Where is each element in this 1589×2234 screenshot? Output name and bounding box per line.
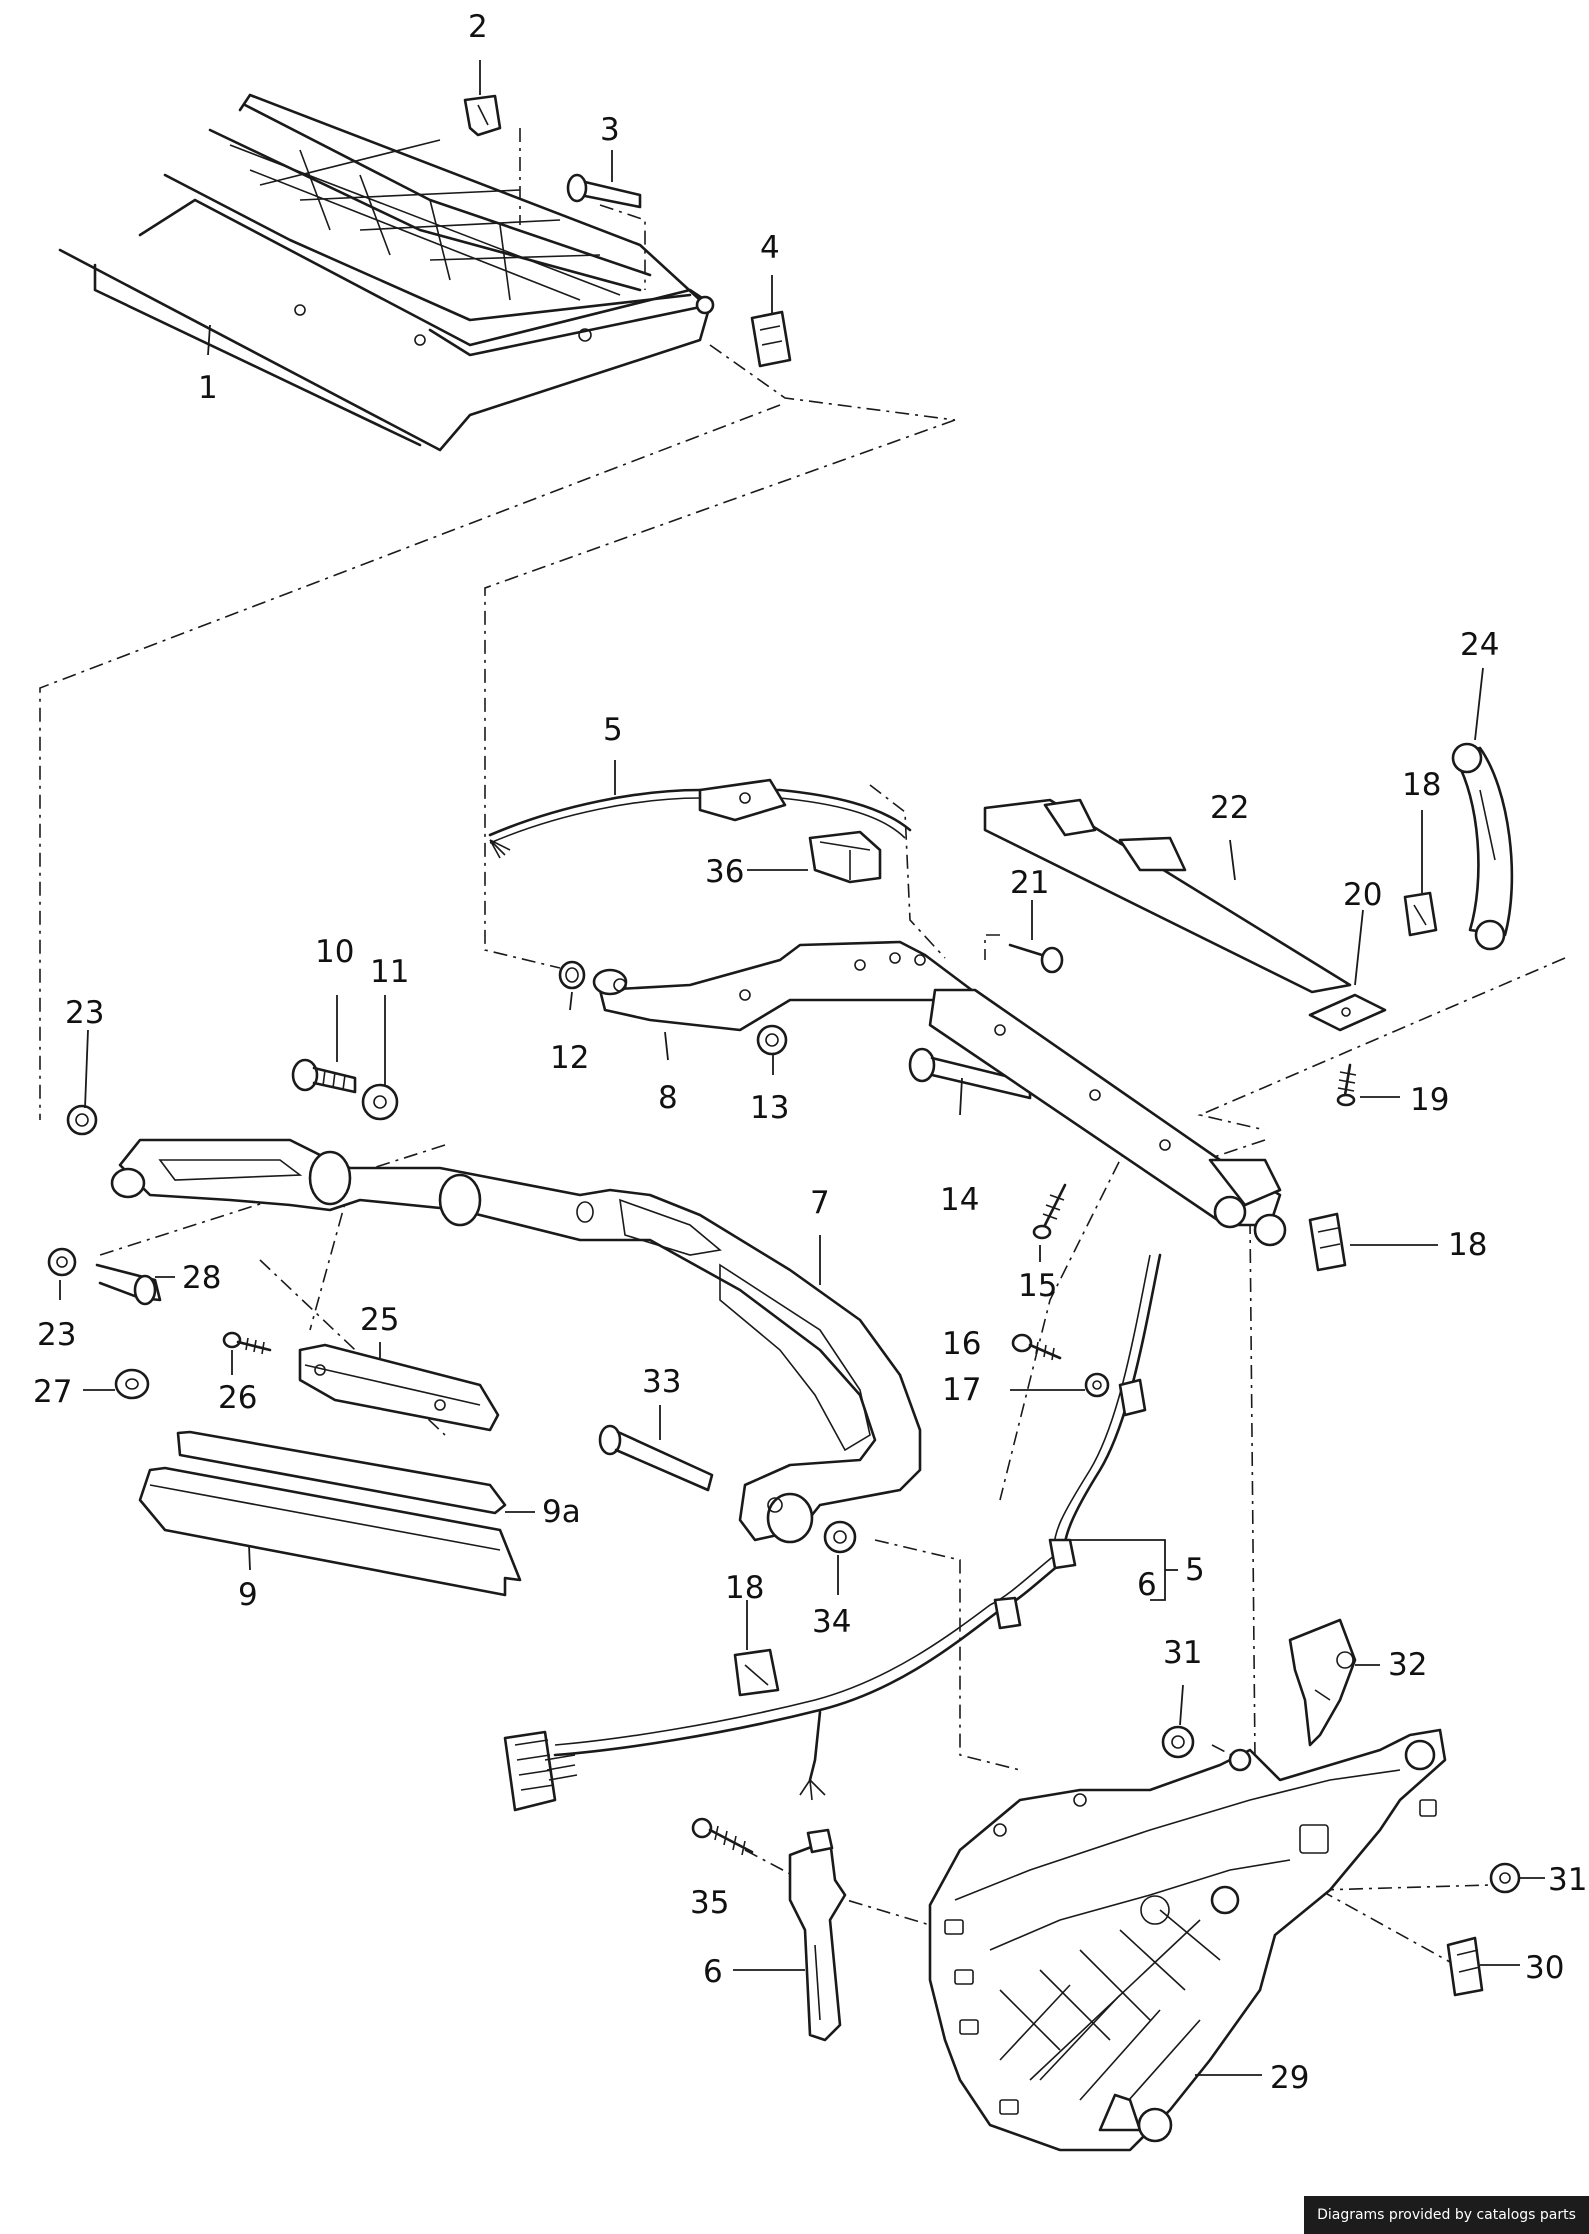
callout-17: 17 xyxy=(942,1372,981,1408)
callout-5-bracket: 5 xyxy=(1185,1552,1205,1588)
callout-24: 24 xyxy=(1460,627,1499,663)
part-12-bushing xyxy=(558,960,586,990)
callout-2: 2 xyxy=(468,9,488,45)
part-23-nut-bottom xyxy=(47,1247,77,1277)
callout-18-top: 18 xyxy=(1402,767,1441,803)
part-27-washer xyxy=(114,1368,150,1400)
part-21-screw xyxy=(1008,943,1064,974)
part-11-washer xyxy=(361,1083,399,1121)
part-31-grommet-right xyxy=(1489,1862,1521,1894)
callout-13: 13 xyxy=(750,1090,789,1126)
callout-35: 35 xyxy=(690,1885,729,1921)
part-30-clip xyxy=(1446,1936,1484,1997)
leader-lines xyxy=(59,60,1545,2076)
callout-18-bottom: 18 xyxy=(725,1570,764,1606)
callout-34: 34 xyxy=(812,1604,851,1640)
part-5-cable-upper xyxy=(488,778,912,859)
callout-7: 7 xyxy=(810,1185,830,1221)
part-18-clip-bottom xyxy=(733,1648,780,1697)
callout-6: 6 xyxy=(703,1954,723,1990)
callout-32: 32 xyxy=(1388,1647,1427,1683)
callout-31-right: 31 xyxy=(1548,1862,1587,1898)
part-25-bracket xyxy=(298,1343,500,1432)
part-20-plate xyxy=(1308,993,1387,1032)
callout-1: 1 xyxy=(198,370,218,406)
callout-14: 14 xyxy=(940,1182,979,1218)
part-31-grommet-top xyxy=(1161,1725,1195,1759)
callout-3: 3 xyxy=(600,112,620,148)
callout-28: 28 xyxy=(182,1260,221,1296)
callout-15: 15 xyxy=(1018,1268,1057,1304)
part-29-base xyxy=(928,1728,1447,2152)
callout-4: 4 xyxy=(760,230,780,266)
callout-5-upper: 5 xyxy=(603,712,623,748)
callout-29: 29 xyxy=(1270,2060,1309,2096)
part-36-bracket xyxy=(808,830,882,884)
callout-33: 33 xyxy=(642,1364,681,1400)
part-9a-strip xyxy=(176,1430,507,1515)
part-18-clip-top xyxy=(1403,891,1438,937)
callout-9: 9 xyxy=(238,1577,258,1613)
part-connector xyxy=(503,1730,578,1812)
part-16-screw xyxy=(1011,1333,1062,1361)
callout-16: 16 xyxy=(942,1326,981,1362)
part-28-pin xyxy=(95,1263,162,1306)
part-9-strip xyxy=(138,1466,522,1597)
part-24-strap xyxy=(1451,742,1514,951)
callout-23-top: 23 xyxy=(65,995,104,1031)
callout-9a: 9a xyxy=(542,1494,581,1530)
diagram-credit: Diagrams provided by catalogs parts xyxy=(1304,2196,1589,2234)
callout-21: 21 xyxy=(1010,865,1049,901)
callout-11: 11 xyxy=(370,954,409,990)
callout-27: 27 xyxy=(33,1374,72,1410)
callout-12: 12 xyxy=(550,1040,589,1076)
part-32-bracket xyxy=(1288,1618,1357,1747)
callout-31-top: 31 xyxy=(1163,1635,1202,1671)
part-upper-arm xyxy=(928,988,1287,1247)
part-17-washer xyxy=(1084,1372,1110,1398)
part-2-clip xyxy=(463,94,502,137)
part-6-sensor xyxy=(788,1828,847,2042)
callout-19: 19 xyxy=(1410,1082,1449,1118)
part-1-frame xyxy=(58,93,715,452)
callout-10: 10 xyxy=(315,934,354,970)
part-18-clip-right xyxy=(1308,1212,1347,1272)
callout-18-right: 18 xyxy=(1448,1227,1487,1263)
part-19-screw xyxy=(1336,1063,1357,1107)
part-35-screw xyxy=(691,1817,754,1856)
callout-22: 22 xyxy=(1210,790,1249,826)
part-22-strip xyxy=(983,798,1352,994)
part-8-link xyxy=(592,940,987,1032)
part-3-pin xyxy=(566,173,642,209)
callout-36: 36 xyxy=(705,854,744,890)
callout-8: 8 xyxy=(658,1080,678,1116)
part-5-cable-lower xyxy=(553,1253,1162,1801)
callout-30: 30 xyxy=(1525,1950,1564,1986)
part-10-bolt xyxy=(291,1058,357,1094)
part-26-screw xyxy=(222,1331,272,1355)
part-34-bushing xyxy=(823,1520,857,1554)
callout-6-bracket: 6 xyxy=(1137,1567,1157,1603)
part-13-bushing xyxy=(756,1024,788,1056)
part-4-clip xyxy=(750,310,792,368)
callout-20: 20 xyxy=(1343,877,1382,913)
callout-23-bottom: 23 xyxy=(37,1317,76,1353)
part-15-screw xyxy=(1032,1183,1067,1240)
part-33-pin xyxy=(598,1424,714,1492)
callout-26: 26 xyxy=(218,1380,257,1416)
part-23-nut-top xyxy=(66,1104,98,1136)
part-7-lever xyxy=(110,1138,922,1544)
callout-25: 25 xyxy=(360,1302,399,1338)
callout-labels: 2 3 4 1 5 24 18 22 36 21 20 10 11 23 12 … xyxy=(33,9,1587,2096)
